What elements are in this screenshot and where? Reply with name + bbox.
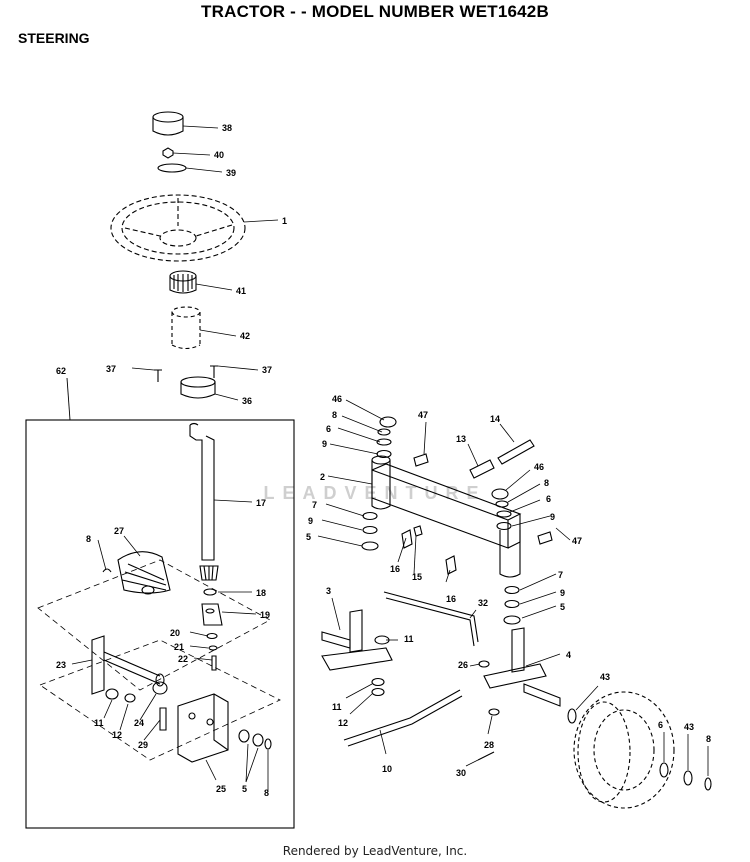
part-label-26: 26: [458, 660, 468, 670]
inset-box: [25, 419, 295, 829]
part-label-6: 6: [658, 720, 663, 730]
part-label-2: 2: [320, 472, 325, 482]
part-label-11: 11: [94, 718, 104, 728]
part-label-28: 28: [484, 740, 494, 750]
part-label-30: 30: [456, 768, 466, 778]
part-label-47: 47: [572, 536, 582, 546]
part-label-11: 11: [404, 634, 414, 644]
part-label-9: 9: [308, 516, 313, 526]
part-label-41: 41: [236, 286, 246, 296]
part-label-12: 12: [112, 730, 122, 740]
part-label-7: 7: [312, 500, 317, 510]
part-label-5: 5: [242, 784, 247, 794]
part-label-8: 8: [706, 734, 711, 744]
part-label-19: 19: [260, 610, 270, 620]
part-label-32: 32: [478, 598, 488, 608]
part-label-25: 25: [216, 784, 226, 794]
part-label-38: 38: [222, 123, 232, 133]
part-label-23: 23: [56, 660, 66, 670]
part-label-8: 8: [264, 788, 269, 798]
part-label-11: 11: [332, 702, 342, 712]
part-label-3: 3: [326, 586, 331, 596]
part-label-14: 14: [490, 414, 500, 424]
part-label-40: 40: [214, 150, 224, 160]
section-title: STEERING: [18, 30, 90, 46]
part-label-1: 1: [282, 216, 287, 226]
part-label-10: 10: [382, 764, 392, 774]
part-label-9: 9: [322, 439, 327, 449]
part-label-39: 39: [226, 168, 236, 178]
part-label-5: 5: [306, 532, 311, 542]
part-label-37: 37: [262, 365, 272, 375]
part-label-16: 16: [390, 564, 400, 574]
part-label-36: 36: [242, 396, 252, 406]
part-label-17: 17: [256, 498, 266, 508]
part-label-20: 20: [170, 628, 180, 638]
part-label-22: 22: [178, 654, 188, 664]
part-label-43: 43: [600, 672, 610, 682]
part-label-5: 5: [560, 602, 565, 612]
part-label-46: 46: [332, 394, 342, 404]
part-label-8: 8: [544, 478, 549, 488]
part-label-43: 43: [684, 722, 694, 732]
part-label-18: 18: [256, 588, 266, 598]
part-label-47: 47: [418, 410, 428, 420]
part-label-6: 6: [326, 424, 331, 434]
part-label-29: 29: [138, 740, 148, 750]
watermark: LEADVENTURE: [263, 483, 487, 503]
part-label-13: 13: [456, 434, 466, 444]
page-title: TRACTOR - - MODEL NUMBER WET1642B: [201, 2, 549, 21]
part-label-8: 8: [86, 534, 91, 544]
footer-credit: Rendered by LeadVenture, Inc.: [282, 844, 468, 858]
part-label-46: 46: [534, 462, 544, 472]
part-label-15: 15: [412, 572, 422, 582]
part-label-12: 12: [338, 718, 348, 728]
part-label-21: 21: [174, 642, 184, 652]
part-label-8: 8: [332, 410, 337, 420]
part-label-7: 7: [558, 570, 563, 580]
part-label-37: 37: [106, 364, 116, 374]
part-label-62: 62: [56, 366, 66, 376]
part-label-42: 42: [240, 331, 250, 341]
part-label-9: 9: [560, 588, 565, 598]
part-label-27: 27: [114, 526, 124, 536]
part-label-9: 9: [550, 512, 555, 522]
part-label-16: 16: [446, 594, 456, 604]
part-label-4: 4: [566, 650, 571, 660]
part-label-6: 6: [546, 494, 551, 504]
part-label-24: 24: [134, 718, 144, 728]
